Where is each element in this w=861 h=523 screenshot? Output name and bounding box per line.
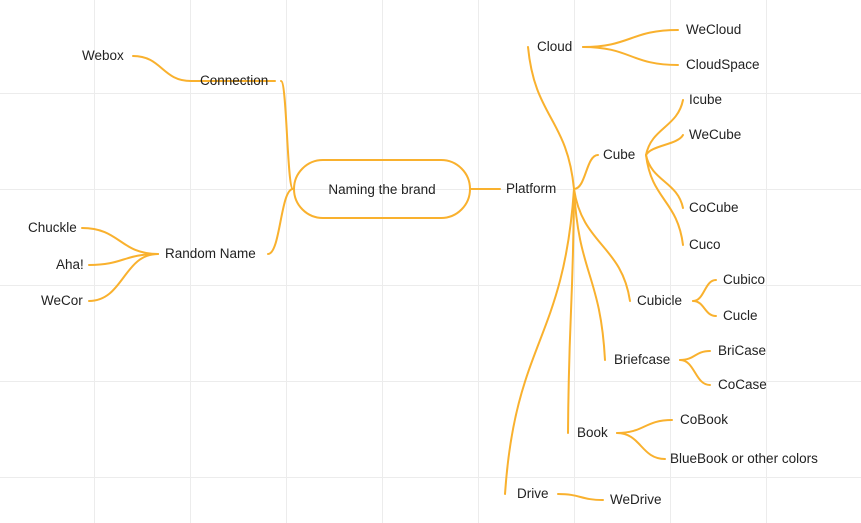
link-connection-webox	[132, 55, 192, 82]
link-platform-cloud	[527, 46, 575, 190]
node-cloud[interactable]: Cloud	[537, 39, 573, 54]
link-drive-wedrive	[557, 493, 604, 501]
link-platform-book	[567, 188, 575, 434]
node-wecube[interactable]: WeCube	[689, 127, 742, 142]
link-platform-cubicle	[573, 188, 631, 302]
link-cubicle-cucle	[692, 300, 717, 317]
link-randomname-chuckle	[81, 227, 159, 255]
link-cloud-cloudspace	[582, 46, 679, 66]
link-briefcase-cocase	[679, 359, 711, 386]
node-cuco[interactable]: Cuco	[689, 237, 721, 252]
link-cloud-wecloud	[582, 29, 679, 48]
link-cube-cocube	[645, 154, 684, 209]
node-chuckle[interactable]: Chuckle	[28, 220, 77, 235]
node-drive[interactable]: Drive	[517, 486, 549, 501]
node-aha[interactable]: Aha!	[56, 257, 84, 272]
node-cubico[interactable]: Cubico	[723, 272, 766, 287]
node-cobook[interactable]: CoBook	[680, 412, 729, 427]
link-cube-cuco	[645, 154, 684, 246]
node-wecloud[interactable]: WeCloud	[686, 22, 742, 37]
node-cucle[interactable]: Cucle	[723, 308, 758, 323]
node-cube[interactable]: Cube	[603, 147, 636, 162]
node-cubicle[interactable]: Cubicle	[637, 293, 683, 308]
node-bluebook[interactable]: BlueBook or other colors	[670, 451, 818, 466]
node-bricase[interactable]: BriCase	[718, 343, 767, 358]
link-randomname-wecor	[88, 253, 159, 302]
node-random-name[interactable]: Random Name	[165, 246, 256, 261]
link-root-connection	[280, 80, 294, 190]
link-platform-drive	[504, 188, 575, 495]
link-platform-briefcase	[573, 188, 606, 361]
link-root-randomname	[267, 188, 294, 255]
link-cube-icube	[645, 99, 684, 156]
node-wedrive[interactable]: WeDrive	[610, 492, 662, 507]
node-platform[interactable]: Platform	[506, 181, 557, 196]
node-book[interactable]: Book	[577, 425, 608, 440]
node-icube[interactable]: Icube	[689, 92, 723, 107]
link-cubicle-cubico	[692, 279, 717, 302]
node-cloudspace[interactable]: CloudSpace	[686, 57, 760, 72]
node-cocube[interactable]: CoCube	[689, 200, 739, 215]
node-briefcase[interactable]: Briefcase	[614, 352, 671, 367]
link-book-bluebook	[616, 432, 666, 460]
root-node[interactable]: Naming the brand	[293, 159, 471, 219]
node-wecor[interactable]: WeCor	[41, 293, 83, 308]
node-connection[interactable]: Connection	[200, 73, 269, 88]
link-platform-cube	[573, 154, 599, 190]
link-book-cobook	[616, 419, 673, 434]
node-webox[interactable]: Webox	[82, 48, 124, 63]
link-briefcase-bricase	[679, 350, 711, 361]
link-cube-wecube	[645, 134, 684, 156]
node-cocase[interactable]: CoCase	[718, 377, 767, 392]
